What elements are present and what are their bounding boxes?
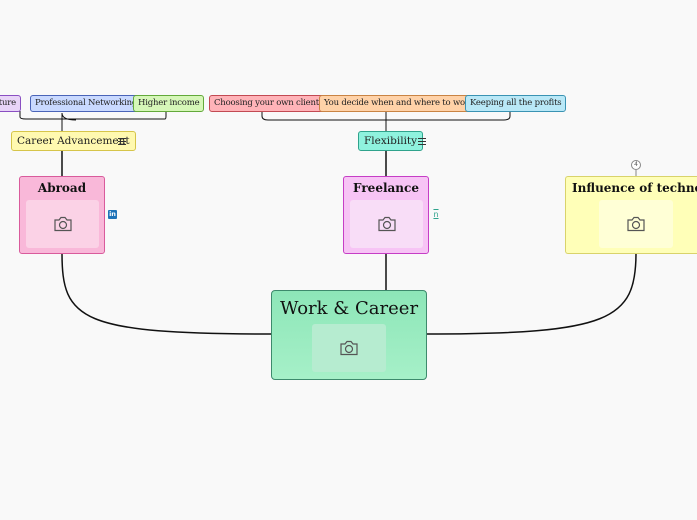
- subtopic-career-advancement[interactable]: Career Advancement: [11, 131, 136, 151]
- counter-badge[interactable]: 4: [631, 160, 641, 170]
- branch-title: Influence of technology: [572, 181, 697, 195]
- central-topic[interactable]: Work & Career: [271, 290, 427, 380]
- camera-icon: [627, 216, 645, 232]
- central-title: Work & Career: [279, 298, 419, 319]
- leaf-choosing-clients[interactable]: Choosing your own clients: [209, 95, 329, 112]
- camera-icon: [53, 216, 72, 232]
- leaf-keeping-profits[interactable]: Keeping all the profits: [465, 95, 567, 112]
- camera-icon: [340, 340, 358, 356]
- notes-icon[interactable]: [418, 138, 426, 145]
- image-placeholder[interactable]: [599, 200, 673, 248]
- branch-title: Freelance: [353, 181, 419, 195]
- subtopic-flexibility[interactable]: Flexibility: [358, 131, 424, 151]
- link-n-icon[interactable]: n: [433, 210, 439, 219]
- branch-influence-of-technology[interactable]: Influence of technology: [565, 176, 697, 254]
- image-placeholder[interactable]: [26, 200, 99, 248]
- leaf-culture[interactable]: ulture: [0, 95, 21, 112]
- branch-freelance[interactable]: Freelance: [343, 176, 429, 254]
- branch-abroad[interactable]: Abroad: [19, 176, 105, 254]
- image-placeholder[interactable]: [350, 200, 423, 248]
- image-placeholder[interactable]: [312, 324, 386, 372]
- leaf-decide-when-where[interactable]: You decide when and where to work: [319, 95, 479, 112]
- linkedin-icon[interactable]: in: [108, 210, 117, 219]
- camera-icon: [377, 216, 396, 232]
- branch-title: Abroad: [37, 181, 87, 195]
- leaf-professional-networking[interactable]: Professional Networking: [30, 95, 143, 112]
- leaf-higher-income[interactable]: Higher income: [133, 95, 205, 112]
- notes-icon[interactable]: [118, 138, 126, 145]
